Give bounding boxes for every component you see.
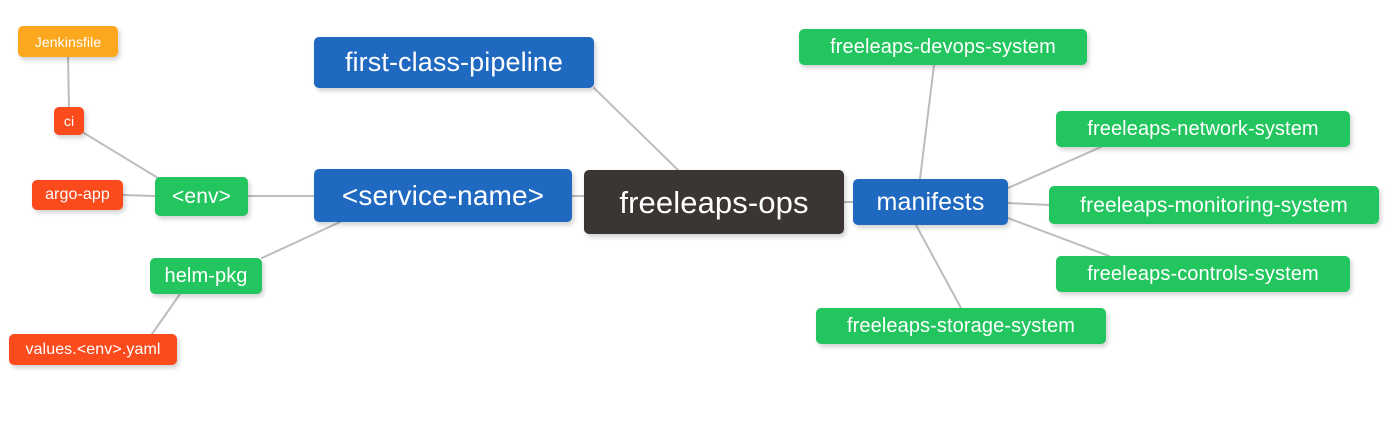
mindmap-node-argo-app[interactable]: argo-app <box>32 180 123 210</box>
mindmap-node-freeleaps-controls-system[interactable]: freeleaps-controls-system <box>1056 256 1350 292</box>
edge-manifests-to-freeleaps-devops-system <box>919 64 935 180</box>
edge-argo-app-to-env <box>122 194 156 197</box>
mindmap-node-freeleaps-devops-system[interactable]: freeleaps-devops-system <box>799 29 1087 65</box>
edge-helm-pkg-to-service-name <box>261 221 341 259</box>
mindmap-node-first-class-pipeline[interactable]: first-class-pipeline <box>314 37 594 88</box>
mindmap-node-helm-pkg[interactable]: helm-pkg <box>150 258 262 294</box>
edge-values-env-yaml-to-helm-pkg <box>151 293 181 335</box>
edge-manifests-to-freeleaps-monitoring-system <box>1007 202 1050 206</box>
mindmap-node-manifests[interactable]: manifests <box>853 179 1008 225</box>
mindmap-node-ci[interactable]: ci <box>54 107 84 135</box>
edge-manifests-to-freeleaps-network-system <box>1007 146 1102 189</box>
mindmap-node-freeleaps-monitoring-system[interactable]: freeleaps-monitoring-system <box>1049 186 1379 224</box>
edge-jenkinsfile-to-ci <box>67 56 70 108</box>
edge-manifests-to-freeleaps-storage-system <box>915 224 962 309</box>
mindmap-node-freeleaps-network-system[interactable]: freeleaps-network-system <box>1056 111 1350 147</box>
mindmap-node-env[interactable]: <env> <box>155 177 248 216</box>
mindmap-node-freeleaps-storage-system[interactable]: freeleaps-storage-system <box>816 308 1106 344</box>
mindmap-node-freeleaps-ops[interactable]: freeleaps-ops <box>584 170 844 234</box>
edge-ci-to-env <box>83 132 159 179</box>
edge-first-class-pipeline-to-freeleaps-ops <box>593 87 679 171</box>
mindmap-node-values-env-yaml[interactable]: values.<env>.yaml <box>9 334 177 365</box>
mindmap-node-service-name[interactable]: <service-name> <box>314 169 572 222</box>
mindmap-node-jenkinsfile[interactable]: Jenkinsfile <box>18 26 118 57</box>
